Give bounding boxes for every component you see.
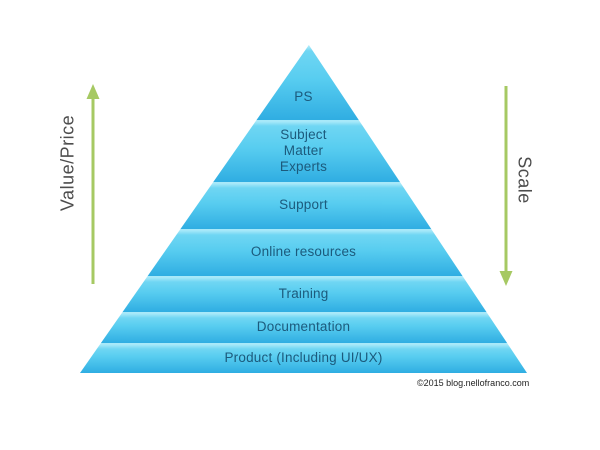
scale-axis-label: Scale [514, 156, 535, 204]
pyramid-layer-online-resources: Online resources [80, 229, 527, 276]
pyramid-layer-support: Support [80, 182, 527, 229]
pyramid-layer-label: Support [279, 197, 328, 213]
pyramid-layer-documentation: Documentation [80, 312, 527, 343]
pyramid-layer-label: PS [294, 89, 313, 105]
pyramid-layer-product: Product (Including UI/UX) [80, 343, 527, 373]
pyramid-layer-label: Product (Including UI/UX) [224, 349, 383, 365]
pyramid-layer-training: Training [80, 276, 527, 312]
pyramid-layer-subject-matter-experts: Subject Matter Experts [80, 120, 527, 182]
pyramid-layer-label: Online resources [250, 244, 357, 260]
pyramid-layer-label: Subject Matter Experts [279, 126, 328, 175]
copyright-text: ©2015 blog.nellofranco.com [417, 378, 530, 388]
pyramid-layer-label: Training [278, 285, 329, 301]
value-price-axis-label: Value/Price [57, 114, 78, 212]
pyramid-layer-ps: PS [80, 45, 527, 120]
pyramid-layer-label: Documentation [256, 319, 351, 335]
value-price-up-arrow-icon [86, 84, 100, 284]
pyramid-diagram: PS Subject Matter Experts Support Online… [80, 45, 527, 373]
scale-down-arrow-icon [499, 86, 513, 286]
